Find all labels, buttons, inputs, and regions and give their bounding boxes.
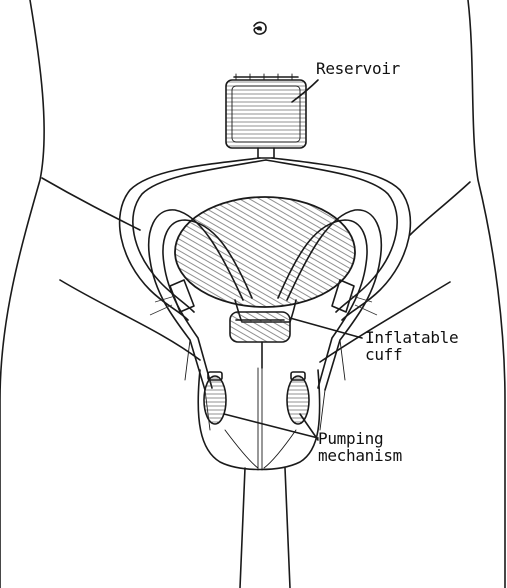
pumping-mechanism-label: Pumping mechanism bbox=[318, 430, 402, 464]
pump-left bbox=[204, 372, 226, 424]
navel-mark bbox=[254, 22, 266, 34]
inflatable-cuff-label: Inflatable cuff bbox=[365, 329, 458, 363]
inflatable-cuff bbox=[230, 312, 290, 368]
bladder bbox=[175, 197, 355, 322]
reservoir bbox=[226, 74, 306, 158]
reservoir-label: Reservoir bbox=[316, 60, 400, 77]
pump-right bbox=[287, 372, 309, 424]
urethra bbox=[258, 368, 262, 470]
